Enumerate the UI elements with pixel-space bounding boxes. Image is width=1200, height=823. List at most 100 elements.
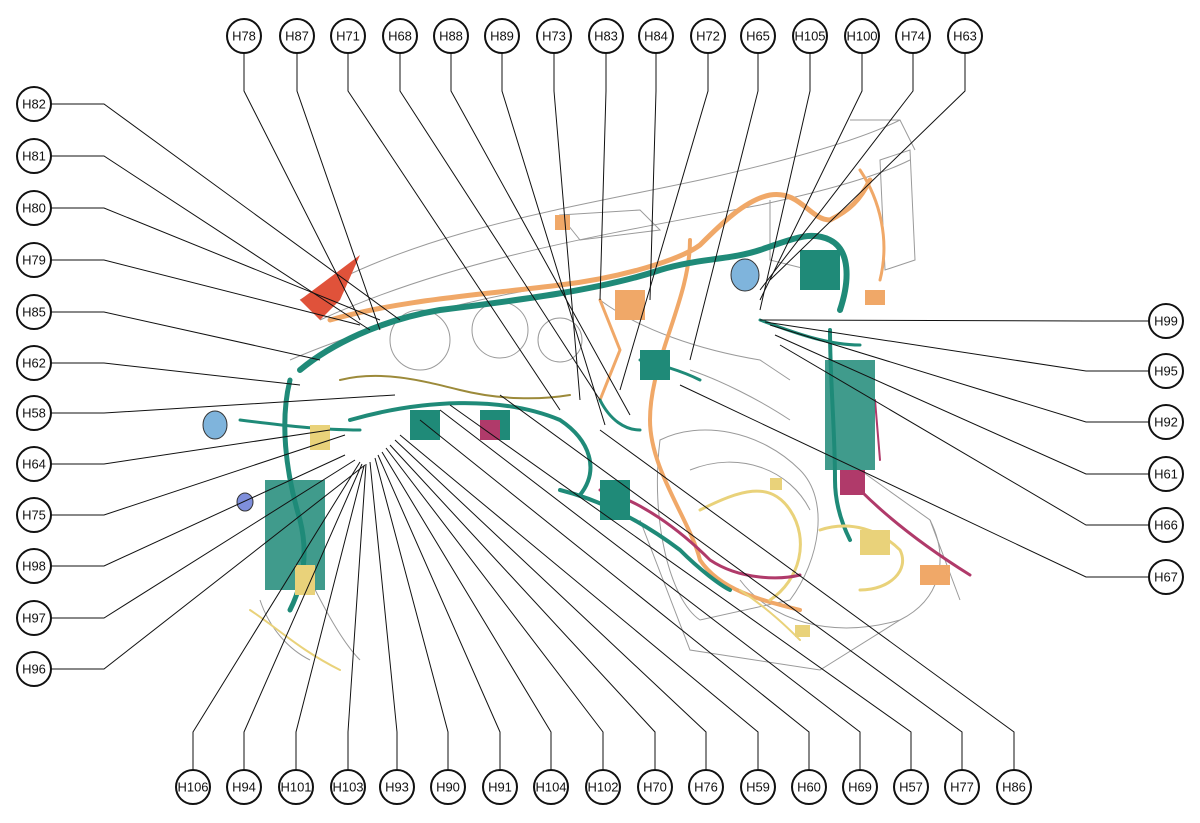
callout-label: H92 — [1154, 415, 1178, 430]
callout-label: H80 — [22, 201, 46, 216]
callout-label: H83 — [594, 29, 618, 44]
leader-line-h80 — [51, 207, 381, 321]
callout-label: H97 — [22, 611, 46, 626]
callout-h86: H86 — [996, 769, 1032, 805]
leader-line-h98 — [51, 454, 346, 567]
main-teal-harness — [297, 232, 850, 373]
callout-h71: H71 — [330, 18, 366, 54]
callout-h67: H67 — [1148, 559, 1184, 595]
callout-circle — [175, 769, 211, 805]
callout-label: H90 — [436, 780, 460, 795]
leader-line-h77 — [499, 394, 963, 770]
callout-circle — [1148, 507, 1184, 543]
leader-line-h75 — [51, 434, 346, 516]
callout-h60: H60 — [791, 769, 827, 805]
callout-circle — [482, 769, 518, 805]
callout-circle — [16, 446, 52, 482]
callout-circle — [430, 769, 466, 805]
callout-circle — [536, 18, 572, 54]
leader-line-h93 — [369, 461, 398, 770]
leader-lines — [51, 53, 1149, 770]
callout-circle — [893, 769, 929, 805]
callout-label: H100 — [846, 29, 877, 44]
callout-circle — [484, 18, 520, 54]
leader-line-h70 — [389, 444, 656, 770]
callout-h88: H88 — [433, 18, 469, 54]
callout-circle — [947, 18, 983, 54]
callout-h63: H63 — [947, 18, 983, 54]
leader-line-h61 — [774, 334, 1149, 475]
callout-h90: H90 — [430, 769, 466, 805]
leader-line-h63 — [769, 53, 966, 281]
callout-label: H95 — [1154, 364, 1178, 379]
leader-line-h71 — [347, 53, 561, 411]
callout-circle — [330, 769, 366, 805]
callout-circle — [1148, 559, 1184, 595]
leader-line-h89 — [501, 53, 606, 426]
callout-circle — [588, 18, 624, 54]
callout-label: H88 — [439, 29, 463, 44]
callout-circle — [533, 769, 569, 805]
callout-h78: H78 — [226, 18, 262, 54]
callout-label: H67 — [1154, 570, 1178, 585]
callout-h69: H69 — [842, 769, 878, 805]
leader-line-h83 — [599, 53, 607, 301]
callout-circle — [278, 769, 314, 805]
callout-circle — [16, 294, 52, 330]
leader-line-h86 — [599, 429, 1015, 770]
callout-h105: H105 — [792, 18, 828, 54]
callout-h100: H100 — [844, 18, 880, 54]
callout-circle — [1148, 404, 1184, 440]
leader-line-h104 — [381, 451, 552, 770]
callout-label: H69 — [848, 780, 872, 795]
callout-label: H77 — [950, 780, 974, 795]
leader-line-h82 — [51, 103, 401, 321]
leader-line-h105 — [759, 53, 811, 311]
callout-label: H59 — [746, 780, 770, 795]
leader-line-h78 — [243, 53, 361, 321]
leader-line-h100 — [759, 53, 863, 301]
leader-line-h88 — [450, 53, 631, 416]
callout-label: H104 — [535, 780, 566, 795]
callout-label: H68 — [388, 29, 412, 44]
callout-label: H82 — [22, 97, 46, 112]
leader-line-h58 — [51, 394, 396, 414]
callout-label: H81 — [22, 149, 46, 164]
callout-label: H106 — [177, 780, 208, 795]
callout-label: H62 — [22, 356, 46, 371]
callout-h66: H66 — [1148, 507, 1184, 543]
callout-circle — [792, 18, 828, 54]
callout-label: H84 — [644, 29, 668, 44]
leader-line-h64 — [51, 429, 331, 465]
magenta-harness — [598, 488, 802, 580]
callout-circle — [16, 600, 52, 636]
callout-label: H89 — [490, 29, 514, 44]
leader-line-h57 — [449, 404, 912, 770]
leader-line-h91 — [377, 454, 501, 770]
callout-label: H99 — [1154, 314, 1178, 329]
callout-h84: H84 — [638, 18, 674, 54]
callout-h82: H82 — [16, 86, 52, 122]
callout-h106: H106 — [175, 769, 211, 805]
callout-label: H72 — [696, 29, 720, 44]
callout-label: H57 — [899, 780, 923, 795]
callout-h99: H99 — [1148, 303, 1184, 339]
red-pillar-trim — [300, 255, 360, 320]
callout-h96: H96 — [16, 651, 52, 687]
leader-line-h79 — [51, 259, 361, 326]
callout-label: H79 — [22, 253, 46, 268]
callout-h98: H98 — [16, 548, 52, 584]
callout-circle — [944, 769, 980, 805]
callout-h65: H65 — [740, 18, 776, 54]
callout-label: H61 — [1154, 467, 1178, 482]
leader-line-h94 — [243, 463, 363, 770]
callout-circle — [690, 18, 726, 54]
callout-label: H66 — [1154, 518, 1178, 533]
leader-line-h68 — [399, 53, 601, 401]
callout-circle — [842, 769, 878, 805]
callout-circle — [16, 395, 52, 431]
callout-h79: H79 — [16, 242, 52, 278]
leader-line-h84 — [649, 53, 657, 301]
yellow-harness — [698, 489, 802, 602]
leader-line-h101 — [295, 465, 365, 770]
